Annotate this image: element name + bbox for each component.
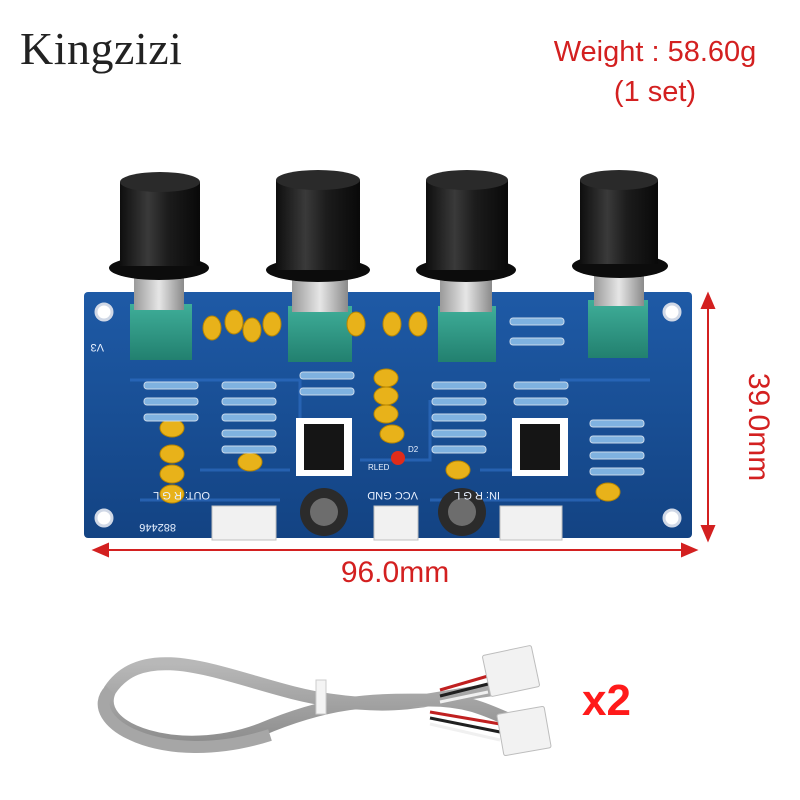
knob (109, 170, 668, 312)
weight-label: Weight : 58.60g (1 set) (520, 32, 790, 112)
height-dimension-line (700, 291, 716, 543)
connector (211, 505, 563, 541)
electrolytic-capacitor (300, 488, 486, 536)
weight-line-1: Weight : 58.60g (553, 36, 757, 68)
height-dimension-label: 39.0mm (742, 372, 775, 482)
silk-out-label: OUT: R G L (153, 489, 210, 501)
silk-in-label: IN: R G L (454, 489, 500, 501)
silk-serial: 882446 (139, 521, 176, 533)
led-indicator (391, 451, 405, 465)
silk-power-label: VCC GND (367, 489, 418, 501)
quantity-label: x2 (582, 676, 631, 725)
silk-led-label: RLED (368, 463, 390, 472)
brand-logo-text: Kingzizi (20, 23, 183, 74)
silk-version: V3 (91, 341, 104, 353)
ic-chip (296, 418, 568, 476)
width-dimension-line (91, 542, 699, 558)
capacitor (159, 309, 621, 504)
width-dimension-label: 96.0mm (340, 556, 450, 589)
cable (97, 645, 552, 757)
weight-line-2: (1 set) (613, 76, 697, 108)
resistor (143, 317, 645, 476)
potentiometer (130, 300, 648, 362)
silk-diode-label: D2 (408, 445, 419, 454)
